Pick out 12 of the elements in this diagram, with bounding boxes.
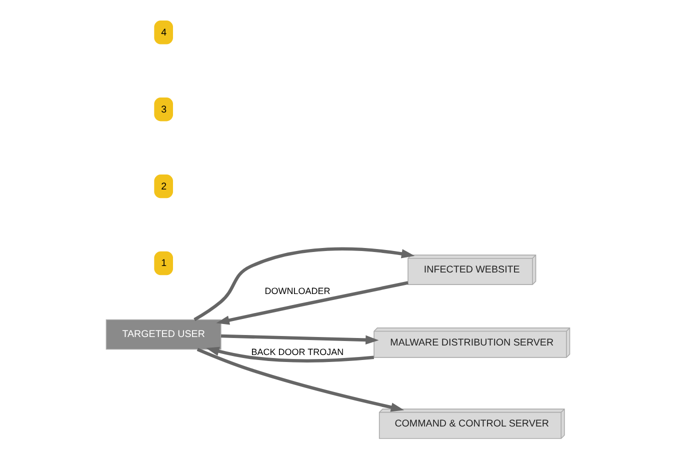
- node-box: TARGETED USER: [105, 319, 221, 350]
- arrow: [220, 334, 378, 344]
- arrow: [206, 346, 374, 362]
- arrow: [193, 247, 414, 322]
- label: 1: [160, 258, 166, 270]
- label: 2: [160, 181, 166, 192]
- arrow: [196, 348, 404, 412]
- arrow: [216, 281, 408, 325]
- edge-label: BACK DOOR TROJAN: [250, 346, 344, 357]
- edge-label: DOWNLOADER: [264, 286, 330, 296]
- label: 3: [160, 104, 166, 116]
- label: 4: [160, 27, 166, 38]
